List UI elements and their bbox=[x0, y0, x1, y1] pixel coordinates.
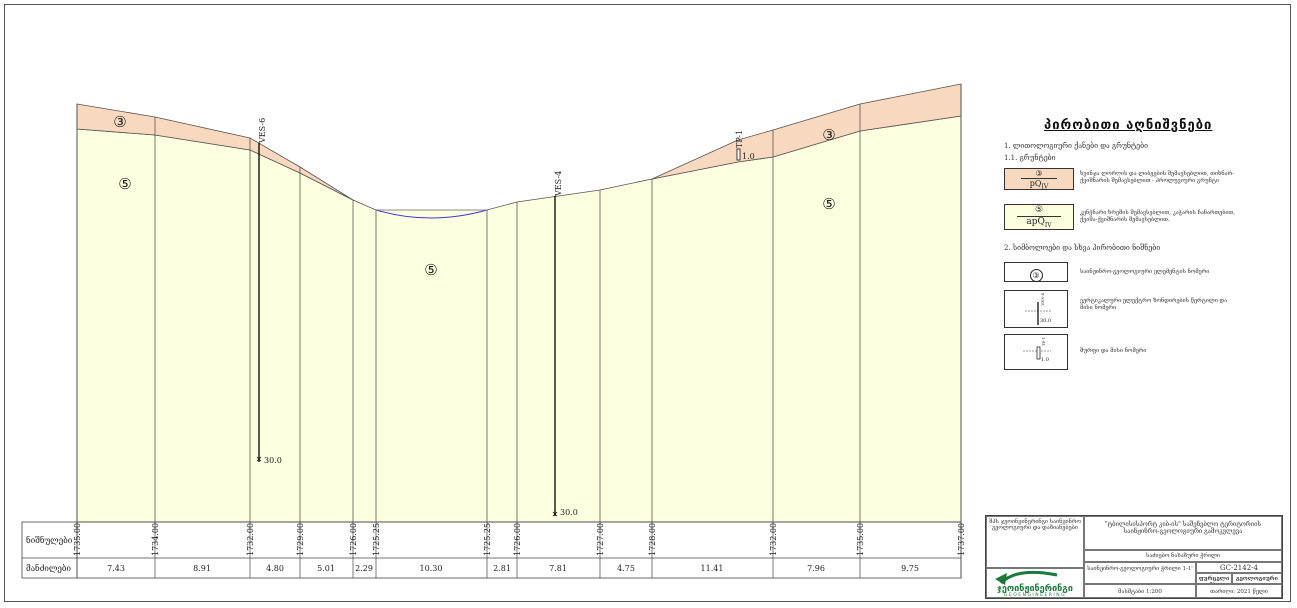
svg-text:30.0: 30.0 bbox=[560, 508, 578, 517]
svg-text:1728.00: 1728.00 bbox=[648, 523, 657, 556]
tp-1-pit: TP-1 1.0 bbox=[735, 130, 755, 161]
legend-section-2: 2. სიმბოლოები და სხვა პირობითი ნიშნები bbox=[1004, 244, 1161, 252]
svg-text:7.96: 7.96 bbox=[807, 564, 825, 573]
layer-label-3-left: ③ bbox=[113, 113, 126, 131]
svg-text:1732.00: 1732.00 bbox=[769, 523, 778, 556]
svg-text:1725.25: 1725.25 bbox=[483, 523, 492, 556]
svg-text:VES-6: VES-6 bbox=[258, 118, 267, 144]
distance-labels: 7.43 8.91 4.80 5.01 2.29 10.30 2.81 7.81… bbox=[107, 564, 919, 573]
svg-text:VES-4: VES-4 bbox=[554, 171, 563, 197]
legend-text-pit: შურფი და მისი ნომერი bbox=[1080, 348, 1147, 354]
legend-symbol-element: ③ bbox=[1004, 262, 1068, 282]
title-block: შპს ჯეოინჟინერინგი საინჟინრო გეოლოგიური … bbox=[985, 515, 1283, 599]
legend-text-ves: ვერტიკალური ელექტრო ზონდირების წერტილი დ… bbox=[1080, 298, 1228, 311]
legend-title: პირობითი აღნიშვნები bbox=[1044, 118, 1213, 133]
legend-text-layer-3: ხვინჯა ლორღის და ლიბეების შემავსებლით, თ… bbox=[1080, 171, 1235, 184]
svg-text:2.29: 2.29 bbox=[355, 564, 373, 573]
svg-text:1.0: 1.0 bbox=[742, 152, 755, 161]
picket-lines bbox=[76, 84, 962, 578]
row-label-elev: ნიშნულები bbox=[26, 536, 73, 545]
layer-5-fill bbox=[76, 115, 962, 523]
svg-text:✕: ✕ bbox=[256, 455, 263, 464]
layer-label-3-right: ③ bbox=[822, 126, 835, 144]
svg-text:1725.25: 1725.25 bbox=[372, 523, 381, 556]
svg-text:1729.00: 1729.00 bbox=[296, 523, 305, 556]
legend-section-1-1: 1.1. გრუნტები bbox=[1004, 154, 1056, 162]
layer-label-5-right: ⑤ bbox=[822, 195, 835, 213]
svg-text:1726.00: 1726.00 bbox=[513, 523, 522, 556]
legend-symbol-ves: VES-4 30.0 bbox=[1004, 290, 1068, 328]
title-block-sheet-label: ფურცელი №: bbox=[1196, 573, 1232, 584]
layer-3-fill bbox=[76, 103, 354, 201]
title-block-code: GC-2142-4 bbox=[1196, 562, 1282, 573]
title-block-org: შპს ჯეოინჟინერინგი საინჟინრო გეოლოგიური … bbox=[986, 516, 1084, 568]
title-block-scale: მასშტაბი 1:200 bbox=[1084, 584, 1196, 598]
svg-text:1734.00: 1734.00 bbox=[151, 523, 160, 556]
layer-labels: ③ ⑤ ⑤ ⑤ ③ bbox=[113, 113, 835, 279]
legend-text-layer-5: კენჭნარი ხრეშის შემავსებლით, კაჭარის ჩან… bbox=[1080, 210, 1236, 223]
legend-text-element: საინჟინრო-გეოლოგიური ელემენტის ნომერი bbox=[1080, 269, 1210, 275]
svg-text:1727.00: 1727.00 bbox=[596, 523, 605, 556]
svg-text:1732.00: 1732.00 bbox=[246, 523, 255, 556]
elevation-labels: 1735.00 1734.00 1732.00 1729.00 1726.00 … bbox=[73, 523, 966, 556]
svg-text:2.81: 2.81 bbox=[493, 564, 511, 573]
svg-text:4.80: 4.80 bbox=[266, 564, 284, 573]
svg-text:7.81: 7.81 bbox=[549, 564, 567, 573]
svg-text:TP-1: TP-1 bbox=[735, 130, 744, 148]
profile-table bbox=[21, 521, 962, 579]
svg-text:9.75: 9.75 bbox=[901, 564, 919, 573]
svg-text:8.91: 8.91 bbox=[193, 564, 211, 573]
svg-text:11.41: 11.41 bbox=[701, 564, 724, 573]
water-line bbox=[375, 209, 488, 219]
legend-section-1: 1. ლითოლოგიური ქანები და გრუნტები bbox=[1004, 142, 1149, 150]
title-block-date: თარიღი: 2021 წელი bbox=[1196, 584, 1282, 598]
svg-text:1735.00: 1735.00 bbox=[73, 523, 82, 556]
svg-text:5.01: 5.01 bbox=[317, 564, 335, 573]
company-logo: ჯეოინჟინერინგი GEOENGINEERING bbox=[986, 568, 1084, 598]
svg-text:1726.00: 1726.00 bbox=[349, 523, 358, 556]
legend-symbol-pit: TP-1 1.0 bbox=[1004, 334, 1068, 370]
ves-6-well: ✕ VES-6 30.0 bbox=[256, 118, 282, 465]
svg-text:30.0: 30.0 bbox=[264, 456, 282, 465]
drawing-frame bbox=[4, 4, 1291, 602]
ves-4-well: ✕ VES-4 30.0 bbox=[552, 171, 578, 519]
layer-label-5-left: ⑤ bbox=[118, 175, 131, 193]
legend-swatch-layer-3: ③ pQIV bbox=[1004, 168, 1074, 191]
svg-text:7.43: 7.43 bbox=[107, 564, 125, 573]
svg-text:10.30: 10.30 bbox=[420, 564, 443, 573]
legend-swatch-layer-5: ⑤ apQIV bbox=[1004, 204, 1074, 230]
title-block-project: "ტბილისისპორტ კიბ-ის" საშენებლო ტერიტორი… bbox=[1084, 516, 1282, 550]
title-block-sheet-value: გეოლოგიური bbox=[1232, 573, 1282, 584]
svg-text:✕: ✕ bbox=[552, 510, 559, 519]
svg-text:1735.00: 1735.00 bbox=[856, 523, 865, 556]
layer-label-5-mid: ⑤ bbox=[424, 261, 437, 279]
title-block-sheet-title: საძიებო ნახაზური ჭრილი bbox=[1084, 550, 1282, 562]
title-block-drawing-name: საინჟინრო-გეოლოგიური ჭრილი 1-1' bbox=[1084, 562, 1196, 584]
row-label-dist: მანძილები bbox=[26, 564, 71, 573]
svg-text:4.75: 4.75 bbox=[617, 564, 635, 573]
svg-text:1737.00: 1737.00 bbox=[957, 523, 966, 556]
